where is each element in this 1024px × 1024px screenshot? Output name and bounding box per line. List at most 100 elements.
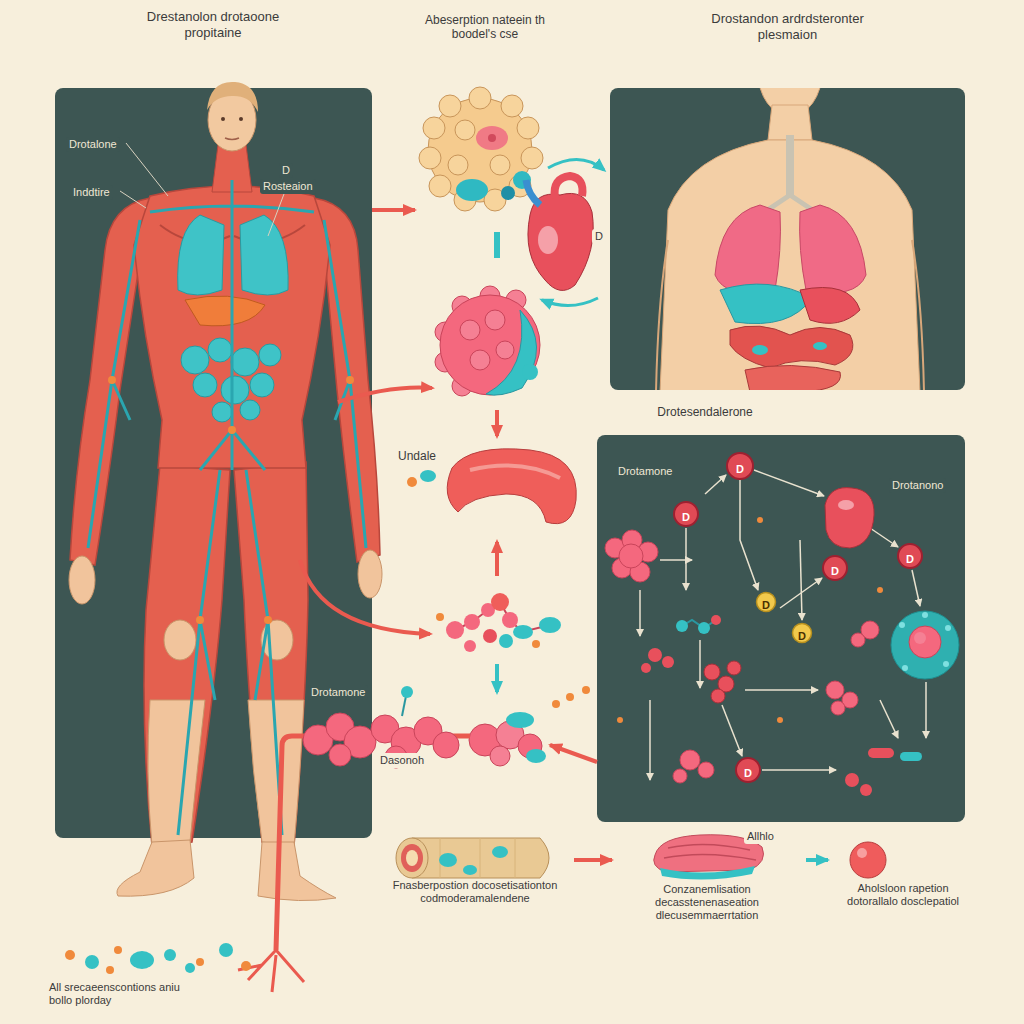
tissue-cluster (433, 732, 459, 758)
network-cluster (680, 750, 700, 770)
text-slot: Drostandon ardrdsteronter plesmaion (680, 10, 895, 43)
panel-heading: Drostandon ardrdsteronter plesmaion (680, 10, 895, 43)
text-slot: Drotalone (66, 134, 146, 152)
network-line (754, 470, 824, 496)
text-slot: Fnasberpostion docosetisationton codmode… (380, 878, 570, 906)
flow-arrow (574, 858, 612, 862)
network-cluster (617, 517, 883, 723)
text-slot: Rosteaion (260, 176, 340, 194)
scatter-dot (106, 966, 114, 974)
flow-arrow-art (495, 410, 499, 436)
flow-arrow-art (495, 542, 499, 576)
tissue-roll (396, 838, 549, 878)
network-line (639, 590, 641, 636)
cell-cluster-small (506, 712, 534, 728)
cell-cluster (488, 134, 496, 142)
network-line (705, 475, 726, 494)
network-cluster (899, 612, 951, 671)
torso-figure (730, 326, 853, 368)
scatter-dot (185, 963, 195, 973)
muscle-slab (664, 844, 756, 860)
network-cluster (826, 681, 858, 715)
torso-figure (813, 342, 827, 350)
cell-sphere (496, 341, 514, 359)
network-cluster (648, 648, 662, 662)
flow-arrow-art (300, 560, 430, 634)
text-slot: Dasonoh (377, 750, 447, 768)
cell-cluster (419, 87, 543, 211)
result-sphere (857, 848, 867, 858)
network-cluster (641, 648, 674, 673)
network-cluster (727, 661, 741, 675)
cell-cluster (456, 179, 488, 201)
leader-line (126, 143, 168, 196)
text-slot: Allhlo (744, 826, 804, 844)
network-cluster (711, 689, 725, 703)
connector-group (372, 210, 828, 860)
network-cluster (777, 717, 783, 723)
cell-sphere (486, 310, 537, 395)
cell-sphere (485, 310, 505, 330)
network-line (870, 528, 898, 547)
scatter-dot (65, 943, 251, 974)
text-slot: Drotesendalerone (610, 402, 800, 420)
text-slot: Undale (395, 446, 449, 464)
network-panel: DrotamoneDrotanono (597, 435, 965, 822)
organ-label: Undale (395, 448, 439, 464)
callout-letter: D (831, 565, 839, 578)
marker-circle (898, 544, 922, 568)
muscle-figure (228, 426, 236, 434)
tissue-cluster (329, 744, 351, 766)
step-figure: Aholsloon rapetion dotorallalo dosclepat… (828, 845, 982, 935)
marker-circle (727, 453, 753, 479)
text-slot: D (592, 226, 610, 244)
text-slot: Aholsloon rapetion dotorallalo dosclepat… (828, 881, 978, 909)
network-line (740, 480, 758, 590)
network-cluster (698, 622, 710, 634)
muscle-figure (221, 117, 225, 121)
network-line (685, 528, 687, 590)
molecule-group (491, 593, 509, 611)
molecule-group (483, 629, 497, 643)
callout-letter: D (736, 463, 744, 476)
muscle-figure (88, 180, 366, 835)
molecule-group (532, 640, 540, 648)
network-cluster (711, 615, 721, 625)
leader-line (120, 191, 146, 208)
muscle-figure (231, 348, 259, 376)
flow-arrow-art (338, 388, 432, 402)
network-cluster (838, 500, 854, 510)
muscle-figure (225, 138, 239, 140)
panel-heading: Drestanolon drotaoone propitaine (123, 8, 303, 41)
step-caption: Conzanemlisation decasstenenaseation dle… (612, 882, 802, 924)
cell-cluster-small (582, 686, 590, 694)
torso-figure (656, 240, 924, 390)
heart-organ (528, 193, 593, 290)
network-line (745, 689, 818, 691)
network-cluster (899, 622, 905, 628)
network-line (699, 640, 701, 688)
marker-circle (823, 556, 847, 580)
callout-letter: D (682, 511, 690, 524)
cell-sphere (522, 364, 538, 380)
tissue-roll (463, 865, 477, 875)
heart-organ (548, 159, 604, 170)
muscle-figure (239, 117, 243, 121)
torso-figure (768, 105, 812, 140)
scatter-dot (164, 949, 176, 961)
network-cluster (831, 701, 845, 715)
kidney-organ-art (420, 470, 436, 482)
network-line (912, 570, 920, 606)
cell-sphere (460, 310, 514, 370)
network-cluster (868, 748, 894, 758)
callout-letter: D (906, 553, 914, 566)
part-label: Drotamone (308, 685, 368, 700)
torso-figure (720, 284, 812, 324)
network-cluster (914, 632, 926, 644)
muscle-figure (221, 376, 249, 404)
result-sphere (850, 842, 886, 878)
network-cluster (851, 633, 865, 647)
callout-letter: D (762, 599, 770, 612)
muscle-figure (178, 215, 224, 295)
